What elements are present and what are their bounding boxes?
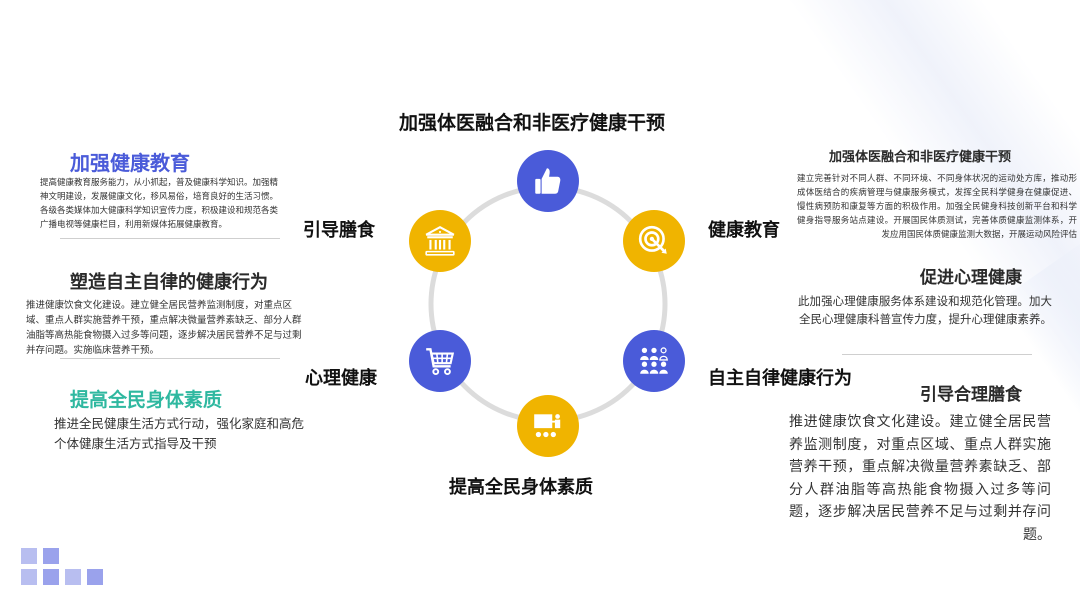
divider: [842, 354, 1032, 355]
presentation-icon: [534, 414, 561, 438]
decorative-square: [43, 569, 59, 585]
left-block-2-text: 推进健康饮食文化建设。建立健全居民营养监测制度，对重点区域、重点人群实施营养干预…: [26, 300, 302, 356]
node-shopping-cart: [409, 330, 471, 392]
node-presentation: [517, 395, 579, 457]
decorative-square: [21, 548, 37, 564]
right-block-2-title: 促进心理健康: [920, 268, 1022, 288]
node-label-bottom-left: 心理健康: [305, 368, 377, 389]
diagram-top-label: 加强体医融合和非医疗健康干预: [399, 112, 666, 134]
decorative-square: [21, 569, 37, 585]
left-block-1-title: 加强健康教育: [70, 151, 190, 175]
right-block-3-text: 推进健康饮食文化建设。建立健全居民营养监测制度，对重点区域、重点人群实施营养干预…: [789, 414, 1051, 543]
bank-building-icon: [425, 225, 455, 256]
right-block-2-text: 此加强心理健康服务体系建设和规范化管理。加大全民心理健康科普宣传力度，提升心理健…: [798, 294, 1052, 326]
right-block-3-title: 引导合理膳食: [920, 385, 1022, 405]
right-block-1-title: 加强体医融合和非医疗健康干预: [829, 150, 1012, 165]
thumbs-up-icon: [535, 168, 561, 194]
node-label-bottom-right: 自主自律健康行为: [708, 368, 852, 389]
left-block-1-text: 提高健康教育服务能力，从小抓起，普及健康科学知识。加强精神文明建设，发展健康文化…: [40, 178, 279, 230]
left-block-2-title: 塑造自主自律的健康行为: [70, 272, 268, 293]
right-block-1-text: 建立完善针对不同人群、不同环境、不同身体状况的运动处方库，推动形成体医结合的疾病…: [797, 174, 1077, 240]
node-bank-building: [409, 210, 471, 272]
node-target: [623, 210, 685, 272]
left-block-3-text: 推进全民健康生活方式行动，强化家庭和高危个体健康生活方式指导及干预: [54, 416, 305, 451]
people-group-icon: [640, 347, 668, 374]
decorative-square: [65, 569, 81, 585]
node-label-top-left: 引导膳食: [303, 220, 375, 241]
target-icon: [638, 225, 667, 254]
shopping-cart-icon: [426, 348, 455, 376]
left-block-3-title: 提高全民身体素质: [70, 389, 223, 411]
divider: [60, 358, 280, 359]
node-label-bottom: 提高全民身体素质: [449, 477, 593, 498]
node-thumbs-up: [517, 150, 579, 212]
node-label-top-right: 健康教育: [708, 220, 780, 241]
decorative-square: [43, 548, 59, 564]
decorative-square: [87, 569, 103, 585]
node-people-group: [623, 330, 685, 392]
divider: [60, 238, 280, 239]
